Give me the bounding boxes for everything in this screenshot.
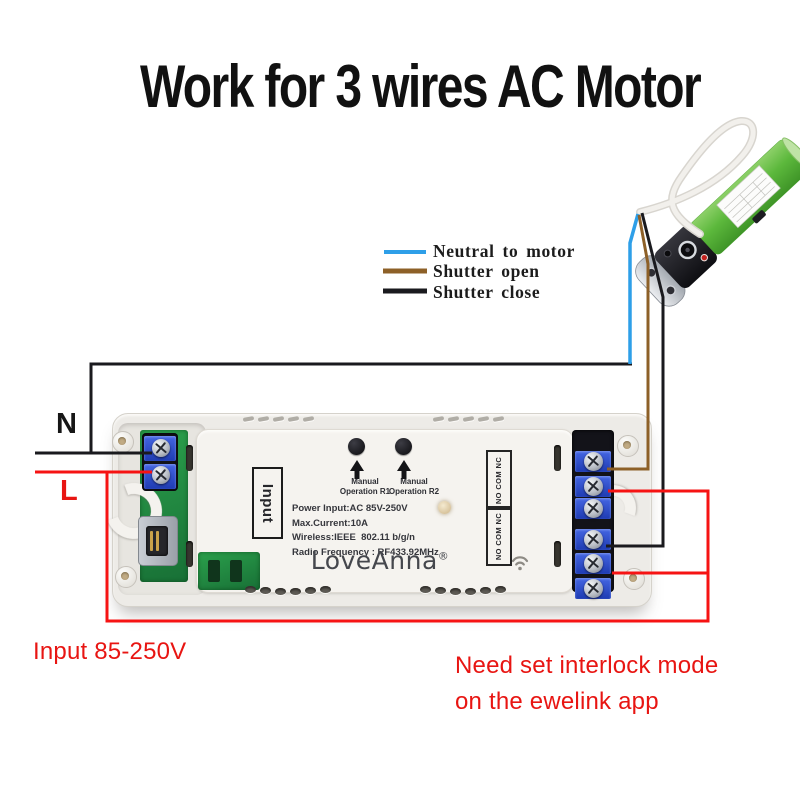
micro-usb-port (138, 516, 178, 566)
motor-spec-label (716, 164, 781, 229)
mounting-post (617, 435, 639, 457)
legend-label-open: Shutter open (433, 261, 540, 281)
circuit-board-corner (198, 552, 260, 590)
interlock-note-line2: on the ewelink app (455, 688, 659, 715)
vent (495, 586, 506, 593)
terminal-screw (584, 477, 603, 496)
vent (450, 588, 461, 595)
terminal-screw-l (152, 466, 170, 484)
brand-logo: LoveAnna® (310, 546, 450, 575)
case-slot (554, 445, 561, 471)
neutral-wire-label: N (56, 408, 77, 440)
terminal-screw (584, 579, 603, 598)
vent (435, 587, 446, 594)
input-rating-note: Input 85-250V (33, 638, 187, 665)
motor-head (654, 225, 717, 289)
spec-current: Max.Current:10A (292, 517, 369, 529)
page-title: Work for 3 wires AC Motor (139, 53, 702, 120)
vent (305, 587, 316, 594)
wifi-icon (511, 556, 529, 571)
vent (275, 588, 286, 595)
neutral-motor-wire (628, 213, 640, 364)
terminal-screw-n (152, 439, 170, 457)
spec-power: Power Input:AC 85V-250V (292, 503, 408, 514)
vent (465, 588, 476, 595)
input-label: Input (259, 483, 276, 523)
vent (320, 586, 331, 593)
terminal-label-box-r2: NO COM NC (486, 506, 512, 566)
vent (260, 587, 271, 594)
motor-bracket (635, 255, 686, 307)
terminal-screw (584, 554, 603, 573)
motor-tube (690, 139, 800, 255)
motor-cable (636, 117, 758, 238)
relay-terminal-block (572, 430, 614, 599)
terminal-label-box-r1: NO COM NC (486, 450, 512, 510)
vent (420, 586, 431, 593)
terminal-screw (584, 530, 603, 549)
terminal-screw (584, 452, 603, 471)
terminal-screw (584, 499, 603, 518)
motor-red-dot (700, 253, 708, 262)
vent (290, 588, 301, 595)
manual-button-r2 (395, 438, 412, 455)
tubular-motor (635, 137, 800, 307)
manual-button-r1 (348, 438, 365, 455)
mounting-post (112, 431, 134, 453)
registered-mark: ® (437, 549, 450, 563)
spec-wireless: Wireless:IEEE 802.11 b/g/n (292, 532, 415, 544)
input-terminal-block (142, 433, 178, 491)
vent (245, 586, 256, 593)
interlock-note-line1: Need set interlock mode (455, 652, 719, 679)
case-slot (186, 541, 193, 567)
vent (480, 587, 491, 594)
legend-label-neutral: Neutral to motor (433, 241, 575, 261)
mounting-post (115, 566, 137, 588)
live-wire-label: L (60, 475, 78, 507)
case-slot (186, 445, 193, 471)
mounting-post (623, 568, 645, 590)
legend-label-close: Shutter close (433, 282, 541, 302)
input-label-box: Input (252, 467, 283, 539)
case-slot (554, 541, 561, 567)
